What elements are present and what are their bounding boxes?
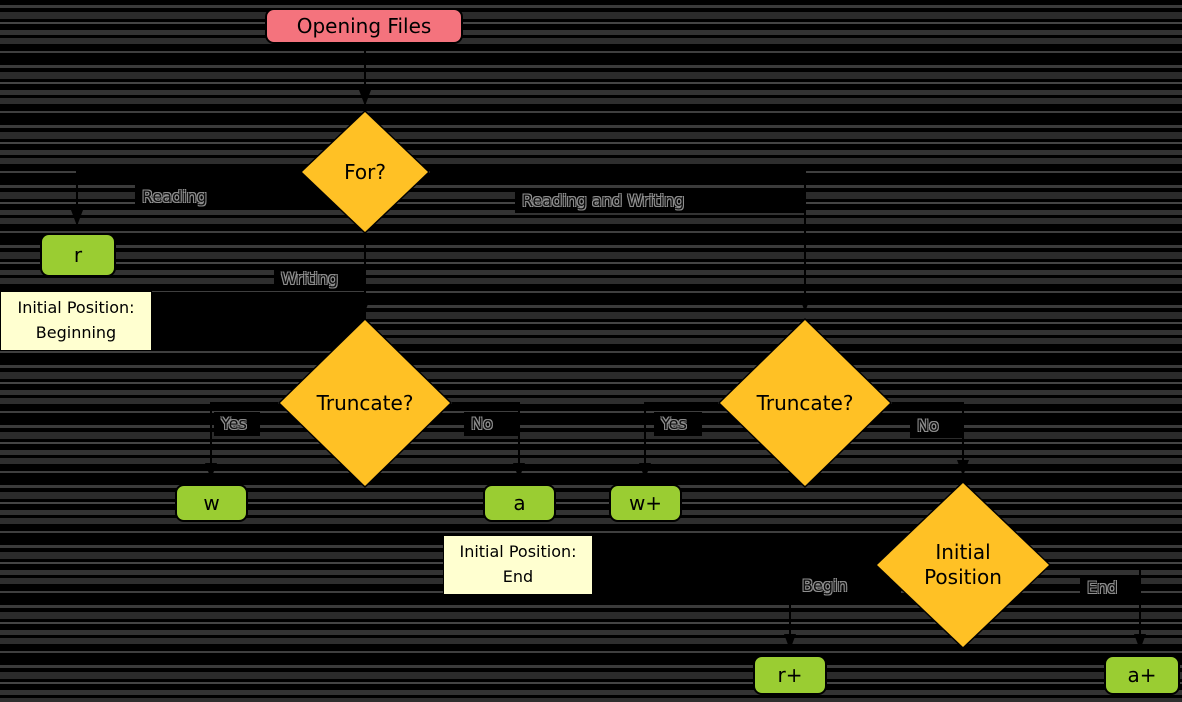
note-beginning-line1: Initial Position: xyxy=(17,298,135,318)
note-end-line2: End xyxy=(502,567,534,586)
start-node: Opening Files xyxy=(265,8,463,44)
decision-initial-position-line2: Position xyxy=(924,565,1002,589)
edge-label-truncate-right-no: No xyxy=(910,414,962,438)
edge-truncate-left-yes xyxy=(205,402,278,479)
decision-initial-position-label: Initial Position xyxy=(924,540,1002,590)
edge-truncate-right-no xyxy=(892,402,969,476)
edge-begin xyxy=(784,564,877,650)
mode-a-label: a xyxy=(513,491,526,515)
note-beginning-line2: Beginning xyxy=(35,323,117,342)
edge-end xyxy=(1049,564,1146,650)
note-beginning-backdrop xyxy=(150,292,366,350)
decision-truncate-left-label: Truncate? xyxy=(316,390,414,415)
edge-label-writing: Writing xyxy=(274,267,366,291)
decision-initial-position-line1: Initial xyxy=(935,540,991,564)
edge-truncate-left-no xyxy=(452,402,525,479)
decision-truncate-right: Truncate? xyxy=(718,318,892,488)
mode-w-node: w xyxy=(175,484,248,522)
mode-r-node: r xyxy=(40,233,116,277)
note-initial-position-beginning: Initial Position: Beginning xyxy=(0,291,152,351)
edge-label-reading-and-writing: Reading and Writing xyxy=(515,189,806,213)
edge-label-truncate-left-no: No xyxy=(464,412,520,436)
edge-truncate-right-yes xyxy=(639,402,718,479)
edge-label-truncate-left-yes: Yes xyxy=(214,412,260,436)
mode-a-node: a xyxy=(483,484,556,522)
mode-a-plus-label: a+ xyxy=(1127,663,1157,687)
mode-r-plus-label: r+ xyxy=(777,663,803,687)
edge-reading-and-writing xyxy=(430,171,811,312)
note-initial-position-end: Initial Position: End xyxy=(443,535,593,595)
mode-a-plus-node: a+ xyxy=(1104,655,1180,695)
decision-truncate-right-label: Truncate? xyxy=(756,390,854,415)
decision-truncate-left: Truncate? xyxy=(278,318,452,488)
edge-label-begin: Begin xyxy=(795,574,901,598)
decision-initial-position: Initial Position xyxy=(875,481,1051,649)
edge-reading xyxy=(71,171,302,226)
mode-w-label: w xyxy=(203,491,220,515)
decision-for-label: For? xyxy=(344,159,386,184)
decision-for: For? xyxy=(300,110,430,234)
start-node-label: Opening Files xyxy=(296,14,432,38)
mode-w-plus-node: w+ xyxy=(609,484,682,522)
note-end-line1: Initial Position: xyxy=(459,542,577,562)
edge-label-truncate-right-yes: Yes xyxy=(654,412,702,436)
mode-r-label: r xyxy=(73,243,83,267)
edge-label-end: End xyxy=(1080,576,1141,600)
mode-r-plus-node: r+ xyxy=(753,655,827,695)
mode-w-plus-label: w+ xyxy=(628,491,663,515)
